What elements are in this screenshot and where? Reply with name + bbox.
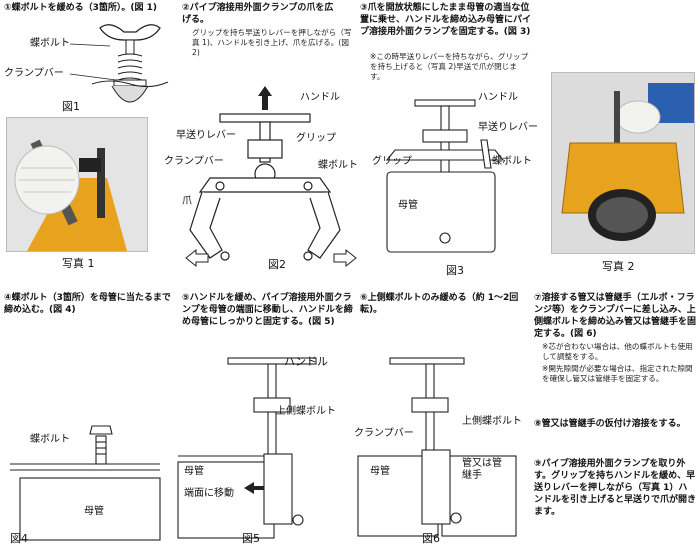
step-6-text: ⑥上側蝶ボルトのみ緩める（約 1～2回転)。 xyxy=(360,293,519,315)
fig2-label-claw: 爪 xyxy=(182,196,192,207)
fig2-caption: 図2 xyxy=(268,258,286,271)
fig5-label-handle: ハンドル xyxy=(284,355,328,368)
fig4-label-pipe: 母管 xyxy=(84,506,104,517)
photo-2-drawing xyxy=(552,73,694,253)
fig4-label-wingbolt: 蝶ボルト xyxy=(30,434,70,445)
step-4-text: ④蝶ボルト（3箇所）を母管に当たるまで締め込む。(図 4) xyxy=(4,293,171,315)
fig6-caption: 図6 xyxy=(422,532,440,545)
fig2-label-handle: ハンドル xyxy=(300,92,340,103)
fig4-caption: 図4 xyxy=(10,532,28,545)
fig3-label-lever: 早送りレバー xyxy=(478,122,538,133)
fig3-label-wingbolt: 蝶ボルト xyxy=(492,156,532,167)
fig4-drawing xyxy=(10,425,161,541)
fig1-label-wingbolt: 蝶ボルト xyxy=(30,38,70,49)
fig3-caption: 図3 xyxy=(446,264,464,277)
photo-1-drawing xyxy=(7,118,147,251)
step-3-note: ※この時早送りレバーを持ちながら、グリップを持ち上げると（写真 2)早送で爪が閉… xyxy=(370,52,529,81)
step-8-text: ⑧管又は管継手の仮付け溶接をする。 xyxy=(534,419,686,429)
fig6-drawing xyxy=(357,357,517,537)
step-7-note-1: ※芯が合わない場合は、他の蝶ボルトも使用して調整をする。 xyxy=(542,342,693,361)
fig1-leaders xyxy=(69,43,117,81)
fig5-drawing xyxy=(177,357,317,539)
fig2-clamp-drawing xyxy=(189,86,341,261)
photo-1-caption: 写真 1 xyxy=(62,257,95,270)
fig5-label-pipe: 母管 xyxy=(184,466,204,477)
photo-2-caption: 写真 2 xyxy=(602,260,635,273)
fig3-label-handle: ハンドル xyxy=(478,92,518,103)
photo-2 xyxy=(551,72,695,254)
fig6-label-pipe: 母管 xyxy=(370,466,390,477)
fig1-label-clampbar: クランプバー xyxy=(4,68,64,79)
fig5-label-move: 端面に移動 xyxy=(184,488,234,499)
step-9-text: ⑨パイプ溶接用外面クランプを取り外す。グリップを持ちハンドルを緩め、早送りレバー… xyxy=(534,459,697,517)
fig1-caption: 図1 xyxy=(62,100,80,113)
fig2-label-grip: グリップ xyxy=(296,133,336,144)
step-2-text: ②パイプ溶接用外面クランプの爪を広げる。 xyxy=(182,3,334,25)
fig2-side-arrows xyxy=(185,248,357,268)
step-2-note: グリップを持ち早送りレバーを押しながら（写真 1)、ハンドルを引き上げ、爪を広げ… xyxy=(192,28,352,57)
fig3-label-pipe: 母管 xyxy=(398,200,418,211)
step-1-text: ①蝶ボルトを緩める（3箇所）。(図 1) xyxy=(4,3,158,13)
fig6-label-upper-bolt: 上側蝶ボルト xyxy=(462,416,522,427)
photo-1 xyxy=(6,117,148,252)
fig2-label-clampbar: クランプバー xyxy=(164,156,224,167)
fig3-clamp-on-pipe-drawing xyxy=(385,99,505,253)
step-5-text: ⑤ハンドルを緩め、パイプ溶接用外面クランプを母管の端面に移動し、ハンドルを締め母… xyxy=(182,293,353,327)
step-7-note-2: ※開先隙間が必要な場合は、指定された隙間を確保し管又は管継手を固定する。 xyxy=(542,364,693,383)
fig6-label-fitting: 管又は管継手 xyxy=(462,458,502,481)
fig5-caption: 図5 xyxy=(242,532,260,545)
step-3-text: ③爪を開放状態にしたまま母管の適当な位置に乗せ、ハンドルを締め込み母管にパイプ溶… xyxy=(360,3,532,37)
fig1-wingbolt-drawing xyxy=(91,24,169,103)
fig2-label-wingbolt: 蝶ボルト xyxy=(318,160,358,171)
step-7-text: ⑦溶接する管又は管継手（エルボ・フランジ等）をクランプバーに差し込み、上側蝶ボル… xyxy=(534,293,697,339)
fig6-label-clampbar: クランプバー xyxy=(354,428,414,439)
fig2-label-lever: 早送りレバー xyxy=(176,130,236,141)
fig5-label-upper-bolt: 上側蝶ボルト xyxy=(276,406,336,417)
fig3-label-grip: グリップ xyxy=(372,156,412,167)
